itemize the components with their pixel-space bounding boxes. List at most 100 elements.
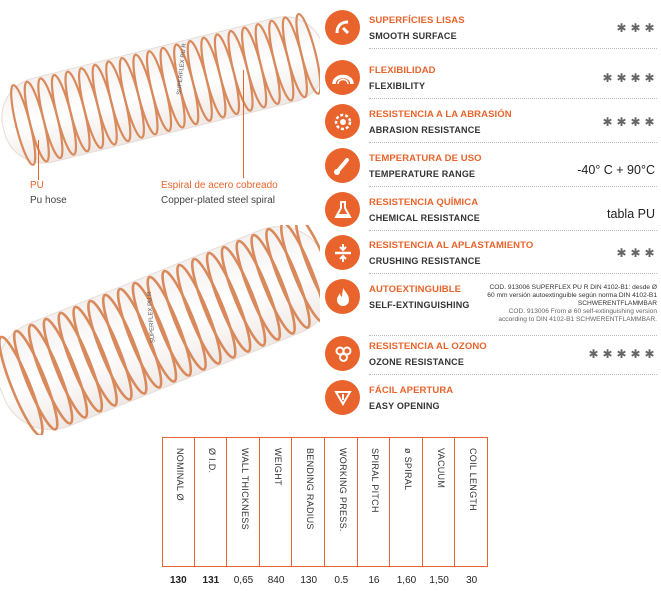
header-label: SPIRAL PITCH [370,448,381,513]
property-label-en: SELF-EXTINGUISHING [369,300,470,310]
spiral-coil [27,323,74,425]
table-cell: 30 [466,575,478,586]
spiral-coil [279,225,320,323]
thermometer-icon [325,148,360,183]
hose-image-top: SUPERFLEX PU R [0,0,320,215]
header-label: WEIGHT [272,448,283,486]
abrasion-icon [325,104,360,139]
property-temperature: TEMPERATURA DE USO TEMPERATURE RANGE -40… [325,148,661,190]
property-label-es: AUTOEXTINGUIBLE [369,284,462,295]
spiral-coil [250,233,296,335]
property-smooth-surface: SUPERFÍCIES LISAS SMOOTH SURFACE ✱✱✱ [325,10,661,52]
spiral-coil [12,329,59,431]
divider [369,230,657,231]
spiral-coil [57,311,104,413]
column-header: COIL LENGTH [455,438,488,566]
divider [369,374,657,375]
column-header: ø SPIRAL [390,438,423,566]
property-label-en: EASY OPENING [369,401,440,411]
column-header: WEIGHT [260,438,293,566]
table-cell: 0.5 [334,575,349,586]
property-label-en: CHEMICAL RESISTANCE [369,213,480,223]
spiral-coil [146,275,193,377]
spiral-coil [294,225,320,317]
spiral-coil [220,245,267,347]
crushing-icon [325,235,360,270]
pu-label-es: PU [30,180,44,191]
header-label: NOMINAL Ø [175,448,186,501]
spiral-coil [116,287,163,389]
divider [369,335,657,336]
divider [369,186,657,187]
property-label-es: FLEXIBILIDAD [369,65,436,76]
ozone-icon [325,336,360,371]
header-label: WORKING PRESS. [337,448,348,532]
spiral-coil [0,335,44,435]
header-label: BENDING RADIUS [305,448,316,530]
spiral-label-en: Copper-plated steel spiral [161,195,275,206]
property-self-extinguishing: AUTOEXTINGUIBLE SELF-EXTINGUISHING COD. … [325,279,661,341]
property-label-es: SUPERFÍCIES LISAS [369,15,465,26]
divider [369,273,657,274]
spiral-coil [235,239,282,341]
property-label-en: SMOOTH SURFACE [369,31,457,41]
property-label-en: TEMPERATURE RANGE [369,169,476,179]
property-label-es: RESISTENCIA QUÍMICA [369,197,479,208]
hose-image-bottom: SUPERFLEX PU R [0,225,320,435]
spiral-coil [295,12,320,95]
svg-text:SUPERFLEX PU R: SUPERFLEX PU R [147,291,157,344]
rating-stars: ✱✱✱✱ [602,115,655,129]
table-cell: 130 [169,575,187,586]
smooth-surface-icon [325,10,360,45]
self-extinguishing-note: COD. 913006 SUPERFLEX PU R DIN 4102-B1: … [487,284,657,324]
divider [369,48,657,49]
column-header: VACUUM [423,438,456,566]
property-label-es: RESISTENCIA A LA ABRASIÓN [369,109,512,120]
property-label-en: ABRASION RESISTANCE [369,125,481,135]
spec-table-header: NOMINAL Ø Ø I.D. WALL THICKNESS WEIGHT B… [162,437,488,567]
table-cell: 1,60 [396,575,417,586]
spiral-coil [72,305,118,407]
spiral-coil [87,299,133,401]
header-label: ø SPIRAL [402,448,413,491]
table-cell: 130 [300,575,318,586]
property-label-es: RESISTENCIA AL APLASTAMIENTO [369,240,534,251]
spiral-coil [205,251,252,353]
spiral-coil [161,269,207,371]
property-label-en: FLEXIBILITY [369,81,426,91]
temperature-value: -40° C + 90°C [577,163,655,177]
spec-table-row: 130 131 0,65 840 130 0.5 16 1,60 1,50 30 [162,575,488,589]
column-header: SPIRAL PITCH [358,438,391,566]
property-ozone: RESISTENCIA AL OZONO OZONE RESISTANCE ✱✱… [325,336,661,378]
spiral-coil [265,227,311,329]
rating-stars: ✱✱✱ [616,246,655,260]
pu-callout-line [38,140,39,180]
table-cell: 0,65 [233,575,254,586]
note-es: COD. 913006 SUPERFLEX PU R DIN 4102-B1: … [487,284,657,307]
table-cell: 840 [267,575,285,586]
property-easy-opening: FÁCIL APERTURA EASY OPENING [325,380,661,422]
column-header: NOMINAL Ø [162,438,195,566]
divider [369,142,657,143]
spec-table: NOMINAL Ø Ø I.D. WALL THICKNESS WEIGHT B… [162,437,488,588]
spiral-callout: Espiral de acero cobreado Copper-plated … [161,178,278,208]
column-header: WORKING PRESS. [325,438,358,566]
property-flexibility: FLEXIBILIDAD FLEXIBILITY ✱✱✱✱ [325,60,661,102]
header-label: Ø I.D. [207,448,218,474]
easy-opening-icon [325,380,360,415]
spiral-label-es: Espiral de acero cobreado [161,180,278,191]
property-label-es: TEMPERATURA DE USO [369,153,482,164]
table-cell: 1,50 [429,575,449,586]
spiral-coil [131,281,178,383]
divider [369,98,657,99]
header-label: WALL THICKNESS [239,448,250,530]
svg-text:SUPERFLEX PU R: SUPERFLEX PU R [177,43,188,96]
rating-stars: ✱✱✱ [616,21,655,35]
table-cell: 16 [368,575,380,586]
flask-icon [325,192,360,227]
property-label-en: CRUSHING RESISTANCE [369,256,481,266]
hose-illustration-top: SUPERFLEX PU R [1,12,320,166]
note-en: COD. 913006 From ø 60 self-extinguishing… [498,308,657,323]
rating-stars: ✱✱✱✱ [602,71,655,85]
pu-callout: PU Pu hose [30,178,67,208]
